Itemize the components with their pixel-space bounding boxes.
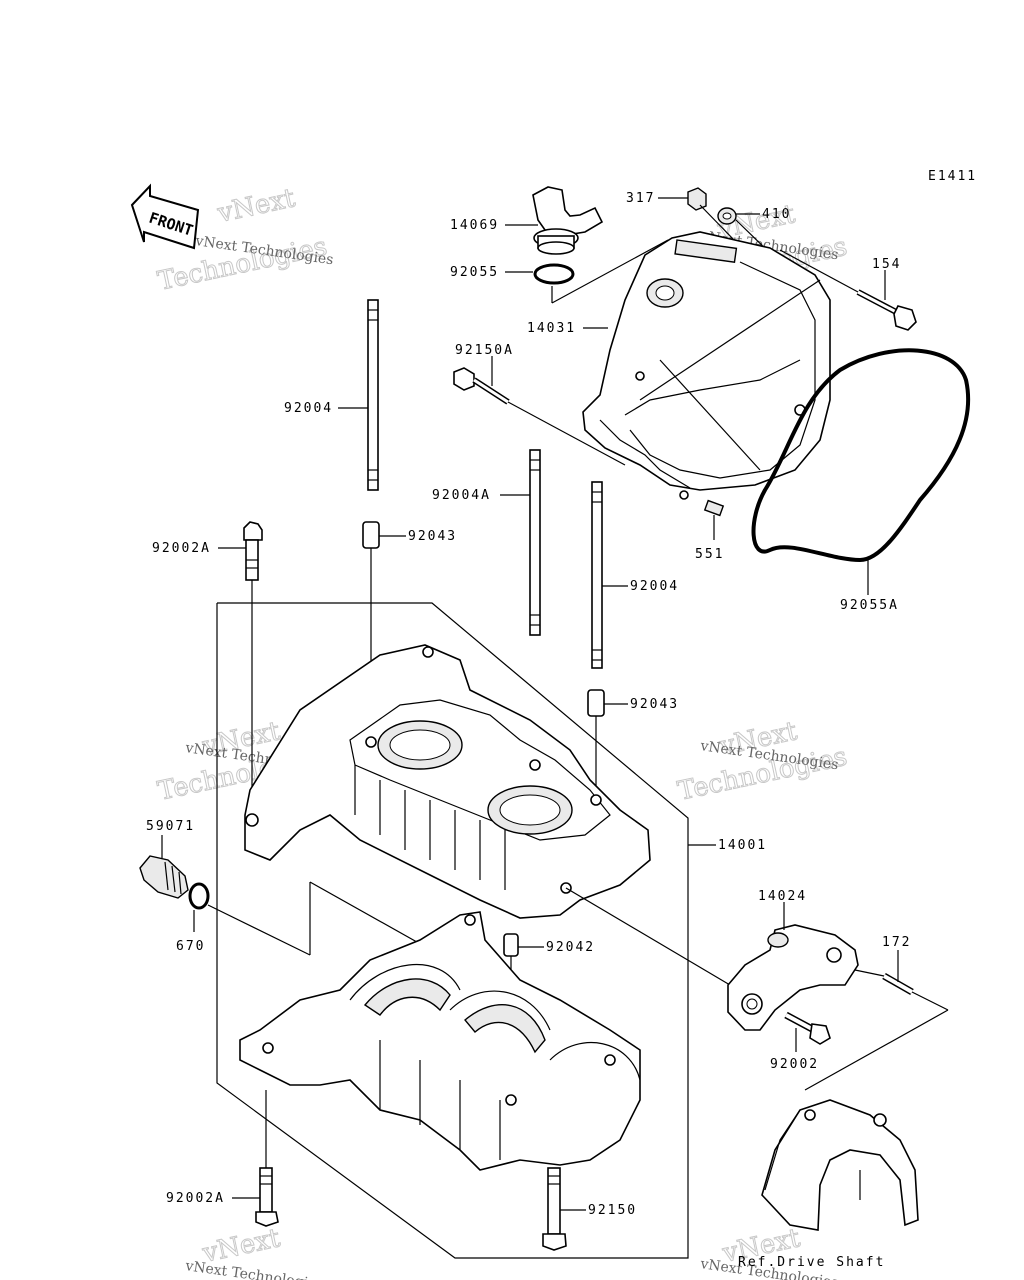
label-92004-top: 92004 [284,401,333,416]
dowel-92043-mid-icon [587,689,605,717]
bolt-92150A-icon [453,367,510,405]
svg-text:vNext: vNext [214,183,298,229]
o-ring-92055-icon [533,263,575,285]
label-92055A: 92055A [840,598,899,613]
label-92042: 92042 [546,940,595,955]
washer-670-icon [188,882,210,910]
bolt-92002A-bottom-icon [255,1167,279,1227]
label-92043-top: 92043 [408,529,457,544]
watermark-mid-right: vNext Technologies vNext Technologies [675,716,851,808]
stud-92004A-icon [529,449,541,636]
label-14031: 14031 [527,321,576,336]
dowel-551-icon [703,499,725,517]
cap-14069-icon [532,186,604,255]
stud-92004-top-icon [367,299,379,491]
label-92002A-bottom: 92002A [166,1191,225,1206]
label-92002: 92002 [770,1057,819,1072]
dowel-92043-top-icon [362,521,380,549]
drive-shaft-housing-icon [761,1099,919,1231]
label-92004A: 92004A [432,488,491,503]
label-92043-mid: 92043 [630,697,679,712]
bolt-154-icon [856,289,917,331]
label-14001: 14001 [718,838,767,853]
lower-crankcase-icon [239,911,641,1171]
label-14069: 14069 [450,218,499,233]
label-92002A-top: 92002A [152,541,211,556]
label-14024: 14024 [758,889,807,904]
plug-59071-icon [139,855,189,899]
nut-317-icon [687,187,707,211]
bracket-14001 [216,602,689,1259]
diagram-code: E1411 [928,169,977,184]
watermark-bottom-right: vNext vNext Technologies [698,1223,839,1280]
label-154: 154 [872,257,901,272]
label-92004-mid: 92004 [630,579,679,594]
label-317: 317 [626,191,655,206]
bracket-14024-icon [727,924,859,1031]
front-arrow-icon: FRONT [130,183,200,250]
cover-14031-icon [582,231,831,500]
stud-92004-mid-icon [591,481,603,669]
label-59071: 59071 [146,819,195,834]
label-172: 172 [882,935,911,950]
label-92055: 92055 [450,265,499,280]
label-670: 670 [176,939,205,954]
label-551: 551 [695,547,724,562]
bolt-92150-icon [542,1167,567,1251]
svg-text:vNext Technologies: vNext Technologies [183,1258,324,1280]
label-92150: 92150 [588,1203,637,1218]
stud-172-icon [882,972,914,996]
bolt-92002A-top-icon [243,521,263,581]
watermark-bottom-left: vNext vNext Technologies [183,1223,324,1280]
label-92150A: 92150A [455,343,514,358]
dowel-92042-icon [503,933,519,957]
upper-crankcase-icon [244,644,651,919]
gasket-92055A-icon [751,348,971,563]
drive-shaft-ref-label: Ref.Drive Shaft [738,1255,885,1270]
label-410: 410 [762,207,791,222]
bolt-92002-icon [784,1011,831,1045]
